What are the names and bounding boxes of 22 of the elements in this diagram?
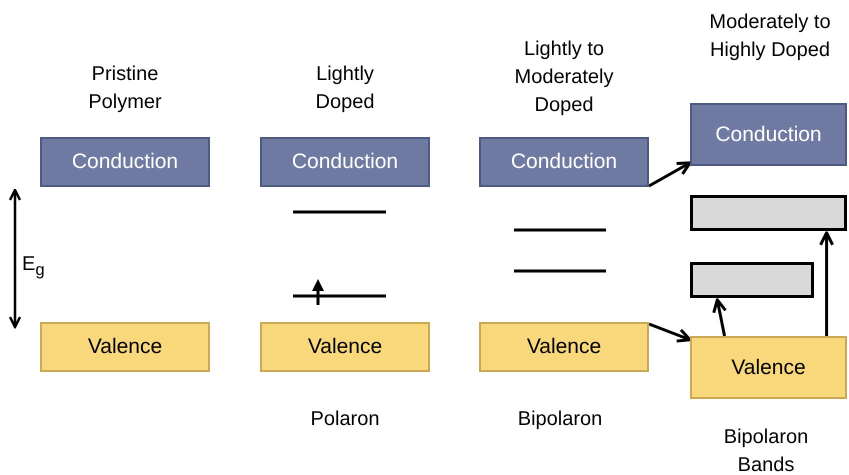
caption: Bipolaron — [516, 407, 604, 432]
valence-band-box: Valence — [260, 322, 430, 372]
column-heading: Pristine Polymer — [87, 62, 163, 115]
arrow — [648, 161, 692, 188]
conduction-band-box: Conduction — [690, 103, 847, 166]
conduction-band-box: Conduction — [260, 137, 430, 187]
column-heading: Lightly Doped — [314, 62, 376, 115]
caption: Bipolaron Bands — [722, 425, 810, 475]
column-heading: Moderately to Highly Doped — [708, 10, 832, 63]
bipolaron-band-bar — [690, 195, 847, 231]
energy-gap-label: E$_{g}$ — [22, 252, 46, 281]
caption: Polaron — [310, 407, 380, 432]
conduction-band-box: Conduction — [40, 137, 210, 187]
arrow — [819, 231, 834, 336]
conduction-band-box: Conduction — [479, 137, 649, 187]
valence-band-box: Valence — [40, 322, 210, 372]
column-heading: Lightly to Moderately Doped — [514, 37, 614, 118]
arrow — [648, 322, 692, 343]
valence-band-box: Valence — [690, 336, 847, 399]
arrow — [712, 298, 728, 336]
valence-band-box: Valence — [479, 322, 649, 372]
bipolaron-band-bar — [690, 262, 814, 298]
